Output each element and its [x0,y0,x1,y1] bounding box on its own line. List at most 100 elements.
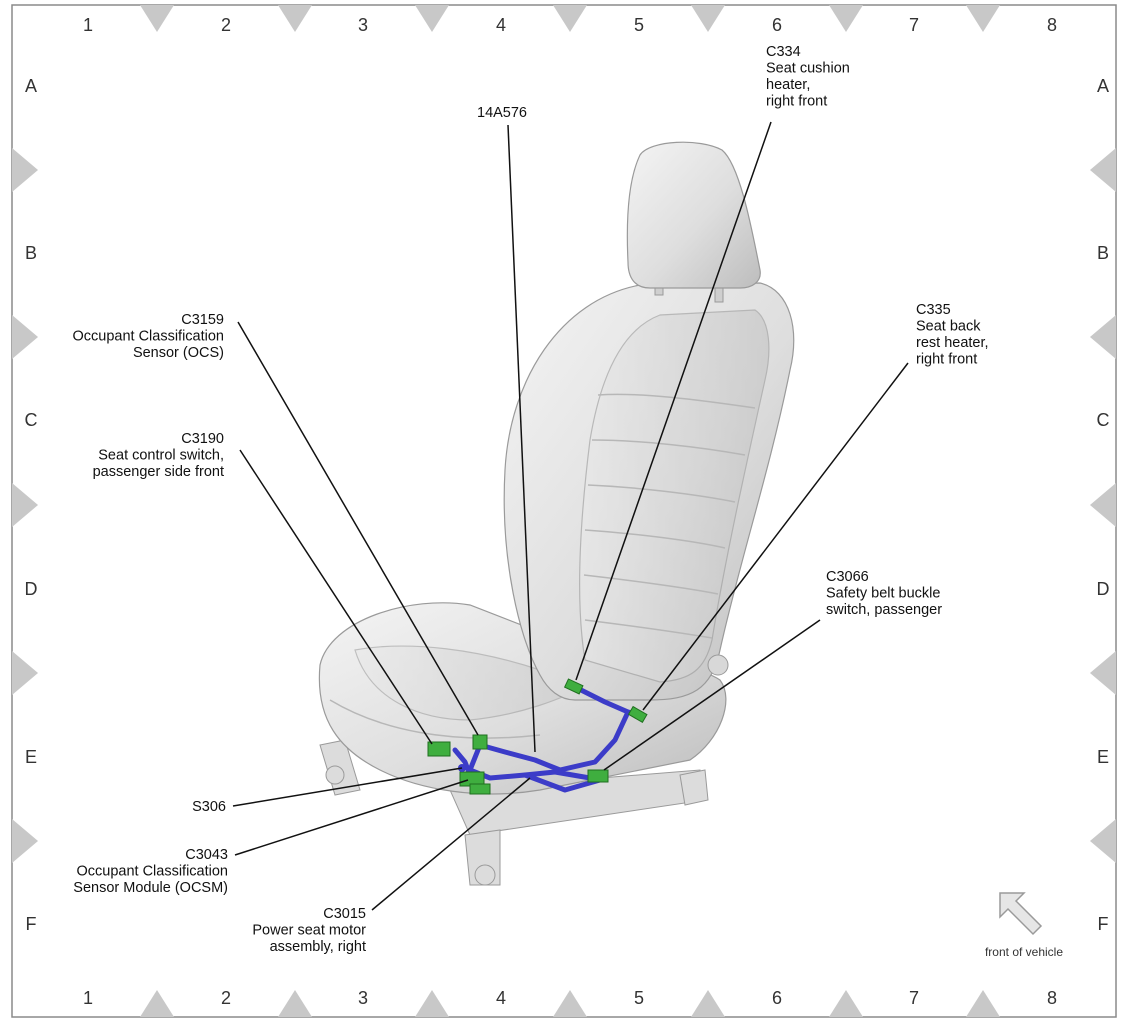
callout-line: C3015 [323,906,366,922]
callout-line: 14A576 [477,105,527,121]
grid-column-bottom: 8 [1047,988,1057,1008]
grid-marker-top [966,5,1000,32]
grid-column-top: 7 [909,15,919,35]
leader-c335 [642,362,909,711]
grid-marker-left [12,483,38,527]
callout-line: assembly, right [270,939,366,955]
grid-row-left: E [25,747,37,767]
grid-marker-left [12,148,38,192]
grid-marker-bottom [829,990,863,1017]
callout-line: passenger side front [93,464,224,480]
callout-line: Seat back [916,319,981,335]
grid-column-bottom: 6 [772,988,782,1008]
grid-column-bottom: 1 [83,988,93,1008]
callout-line: S306 [192,799,226,815]
grid-marker-top [553,5,587,32]
grid-marker-right [1090,819,1116,863]
callout-line: Seat cushion [766,61,850,77]
callout-line: Sensor (OCS) [133,345,224,361]
grid-column-top: 3 [358,15,368,35]
callout-line: C3190 [181,431,224,447]
grid-row-left: F [26,914,37,934]
leader-c3043 [234,779,469,856]
connector-c335 [627,705,648,724]
grid-row-right: B [1097,243,1109,263]
grid-row-right: C [1097,410,1110,430]
callout-line: Sensor Module (OCSM) [73,880,228,896]
grid-marker-left [12,315,38,359]
grid-column-top: 8 [1047,15,1057,35]
connectors [427,678,648,795]
grid-row-left: B [25,243,37,263]
passenger-seat-illustration [318,141,795,886]
leader-c3159 [237,321,479,736]
grid-column-bottom: 7 [909,988,919,1008]
grid-marker-bottom [553,990,587,1017]
callout-line: C3043 [185,847,228,863]
grid-marker-top [829,5,863,32]
connector-c334 [563,678,584,695]
grid-column-top: 2 [221,15,231,35]
grid-row-right: D [1097,579,1110,599]
leader-c334 [575,121,772,681]
grid-marker-bottom [278,990,312,1017]
grid-marker-bottom [415,990,449,1017]
callout-line: C334 [766,44,801,60]
grid-marker-right [1090,483,1116,527]
connector-c3190 [427,741,451,757]
grid-marker-bottom [966,990,1000,1017]
grid-row-left: A [25,76,37,96]
leader-14a576 [507,124,536,753]
arrow-up-left-icon [999,892,1043,936]
callout-line: C3159 [181,312,224,328]
grid-column-bottom: 3 [358,988,368,1008]
grid-marker-bottom [691,990,725,1017]
grid-marker-right [1090,651,1116,695]
callout-h14a576: 14A576 [477,105,527,121]
grid-marker-top [278,5,312,32]
grid-column-top: 1 [83,15,93,35]
leader-c3066 [603,619,821,771]
grid-markers [12,5,1116,1017]
grid-row-right: F [1098,914,1109,934]
grid-marker-right [1090,148,1116,192]
grid-marker-top [691,5,725,32]
grid-marker-right [1090,315,1116,359]
callout-line: switch, passenger [826,602,942,618]
grid-column-top: 4 [496,15,506,35]
callout-line: right front [916,352,977,368]
leader-s306 [232,767,463,807]
leader-c3190 [239,449,433,745]
callout-line: Seat control switch, [98,448,224,464]
callout-line: Safety belt buckle [826,586,940,602]
grid-column-bottom: 4 [496,988,506,1008]
grid-marker-left [12,651,38,695]
callout-line: Power seat motor [252,923,366,939]
grid-row-right: A [1097,76,1109,96]
callout-s306: S306 [192,799,226,815]
callout-line: Occupant Classification [72,329,224,345]
grid-column-bottom: 5 [634,988,644,1008]
callout-line: heater, [766,77,810,93]
grid-column-top: 5 [634,15,644,35]
grid-row-left: C [25,410,38,430]
leader-c3015 [371,777,531,911]
connector-c3159 [472,734,488,750]
callout-line: right front [766,94,827,110]
callout-line: C3066 [826,569,869,585]
leader-lines [232,121,909,911]
grid-column-bottom: 2 [221,988,231,1008]
grid-marker-bottom [140,990,174,1017]
grid-marker-top [415,5,449,32]
grid-marker-top [140,5,174,32]
grid-column-top: 6 [772,15,782,35]
